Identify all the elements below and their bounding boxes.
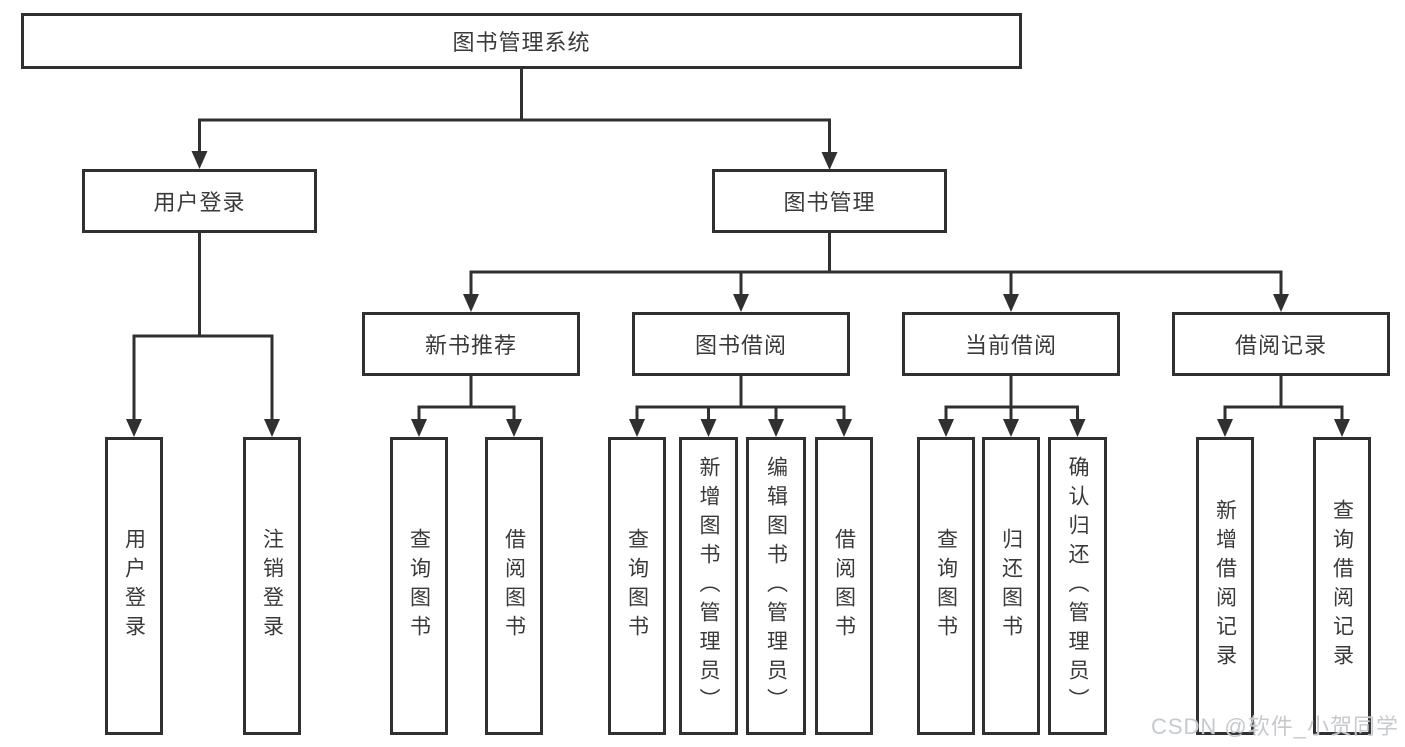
leaf-label: 用户登录 — [122, 528, 146, 644]
leaf-label: 新增图书（管理员） — [697, 455, 720, 717]
leaf-edit-book-admin: 编辑图书（管理员） — [746, 437, 806, 735]
leaf-user-login: 用户登录 — [105, 437, 163, 735]
leaf-logout: 注销登录 — [243, 437, 301, 735]
leaf-label: 查询图书 — [407, 528, 431, 644]
node-new-book-recommend: 新书推荐 — [362, 312, 580, 376]
leaf-query-books-current: 查询图书 — [917, 437, 975, 735]
leaf-label: 借阅图书 — [502, 528, 526, 644]
csdn-watermark: CSDN @软件_小贺同学 — [1150, 714, 1399, 739]
leaf-add-borrow-record: 新增借阅记录 — [1196, 437, 1254, 735]
node-book-management: 图书管理 — [712, 169, 947, 233]
leaf-label: 新增借阅记录 — [1213, 499, 1237, 673]
leaf-label: 查询图书 — [934, 528, 958, 644]
leaf-query-books-recommend: 查询图书 — [390, 437, 448, 735]
leaf-query-books-borrow: 查询图书 — [608, 437, 666, 735]
leaf-add-book-admin: 新增图书（管理员） — [679, 437, 738, 735]
leaf-query-borrow-record: 查询借阅记录 — [1313, 437, 1371, 735]
leaf-label: 确认归还（管理员） — [1066, 455, 1089, 717]
leaf-label: 查询借阅记录 — [1330, 499, 1354, 673]
leaf-label: 注销登录 — [260, 528, 284, 644]
leaf-borrow-books-recommend: 借阅图书 — [485, 437, 543, 735]
leaf-borrow-books: 借阅图书 — [815, 437, 873, 735]
leaf-label: 借阅图书 — [832, 528, 856, 644]
leaf-label: 编辑图书（管理员） — [764, 455, 788, 717]
leaf-label: 归还图书 — [999, 528, 1023, 644]
node-user-login: 用户登录 — [82, 169, 317, 233]
node-borrow-records: 借阅记录 — [1172, 312, 1390, 376]
leaf-return-book: 归还图书 — [982, 437, 1040, 735]
node-current-borrow: 当前借阅 — [902, 312, 1120, 376]
leaf-confirm-return-admin: 确认归还（管理员） — [1048, 437, 1107, 735]
leaf-label: 查询图书 — [625, 528, 649, 644]
node-book-borrow: 图书借阅 — [632, 312, 850, 376]
node-root: 图书管理系统 — [21, 13, 1022, 69]
